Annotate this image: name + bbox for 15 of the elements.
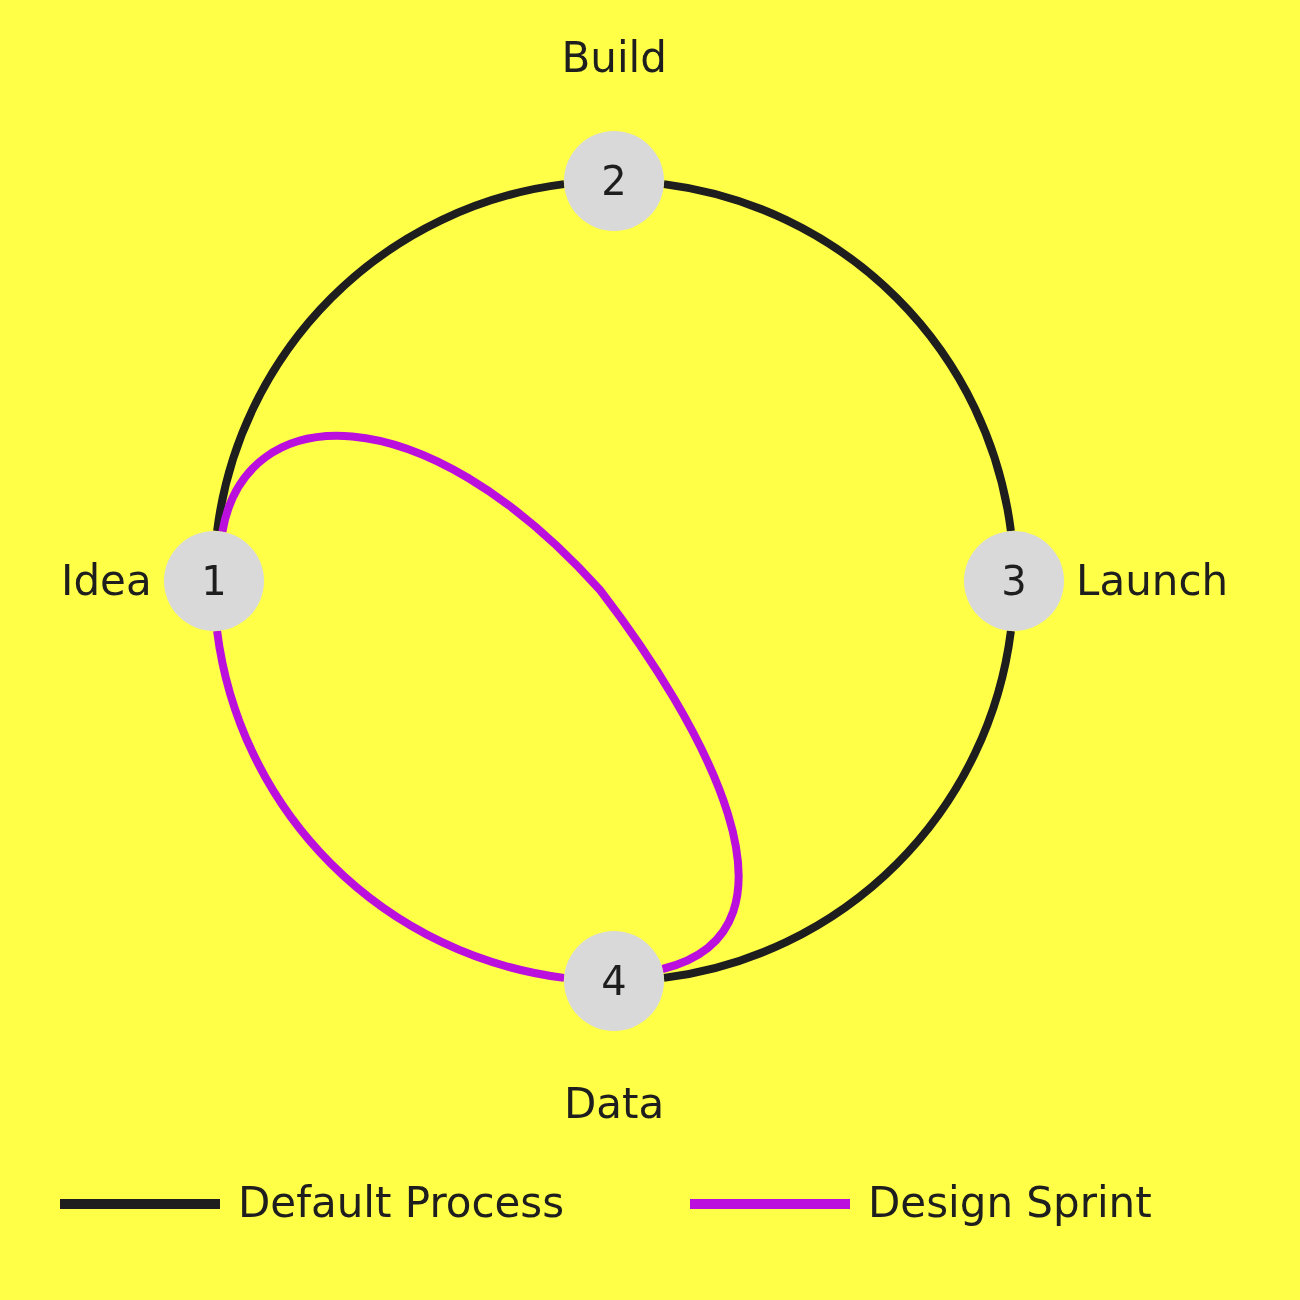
connector-line <box>218 432 743 973</box>
legend-label: Design Sprint <box>868 1182 1152 1224</box>
connector-line <box>663 630 1015 982</box>
step-number: 4 <box>601 961 627 1001</box>
step-label: Data <box>564 1083 665 1125</box>
step-label: Launch <box>1076 560 1229 602</box>
step-label: Build <box>561 37 667 79</box>
connector-line <box>213 180 565 532</box>
step-label: Idea <box>61 560 152 602</box>
step-number: 3 <box>1001 561 1027 601</box>
legend-label: Default Process <box>238 1182 565 1224</box>
step-number: 1 <box>201 561 227 601</box>
connector-line <box>213 630 565 982</box>
step-number: 2 <box>601 161 627 201</box>
connector-line <box>663 180 1015 532</box>
